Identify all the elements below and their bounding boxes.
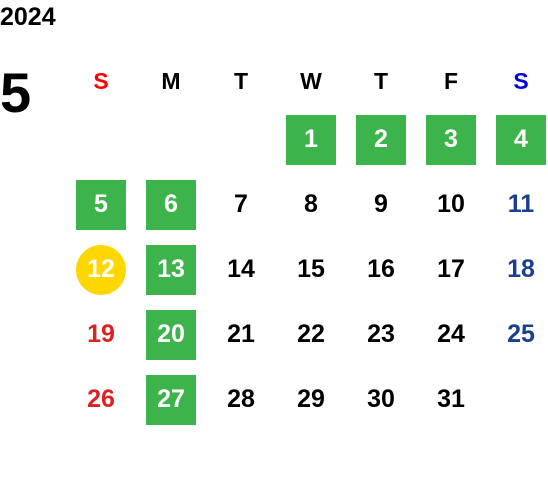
weekday-cell: S [66,55,136,107]
weekday-cell: S [486,55,548,107]
day-number[interactable]: 15 [297,255,325,283]
day-cell: 17 [416,237,486,302]
day-number-highlighted[interactable]: 27 [146,374,196,425]
day-cell: 8 [276,172,346,237]
day-number[interactable]: 21 [227,320,255,348]
day-cell: 12 [66,237,136,302]
day-number-highlighted[interactable]: 5 [76,179,126,230]
day-cell: 31 [416,367,486,432]
day-number[interactable]: 24 [437,320,465,348]
day-number-highlighted[interactable]: 6 [146,179,196,230]
day-cell: 5 [66,172,136,237]
day-number-highlighted[interactable]: 12 [76,244,126,295]
day-number[interactable]: 7 [234,190,248,218]
weekday-label: W [300,67,322,94]
day-number-highlighted[interactable]: 1 [286,114,336,165]
day-number[interactable]: 9 [374,190,388,218]
day-cell: 3 [416,107,486,172]
day-number[interactable]: 19 [87,320,115,348]
weekday-cell: M [136,55,206,107]
day-number[interactable]: 25 [507,320,535,348]
day-number-highlighted[interactable]: 20 [146,309,196,360]
day-cell: 21 [206,302,276,367]
day-number[interactable]: 30 [367,385,395,413]
day-cell: 23 [346,302,416,367]
day-number[interactable]: 23 [367,320,395,348]
weekday-cell: F [416,55,486,107]
day-number[interactable]: 18 [507,255,535,283]
day-cell [486,367,548,432]
day-cell: 25 [486,302,548,367]
day-number[interactable]: 11 [507,190,535,218]
weekday-label: T [233,67,249,94]
day-number[interactable]: 17 [437,255,465,283]
day-cell [206,107,276,172]
day-cell: 28 [206,367,276,432]
day-cell: 10 [416,172,486,237]
weekday-label: M [161,67,181,94]
day-number[interactable]: 28 [227,385,255,413]
day-cell: 4 [486,107,548,172]
day-cell: 19 [66,302,136,367]
day-cell [136,107,206,172]
day-cell: 20 [136,302,206,367]
day-number[interactable]: 14 [227,255,255,283]
day-number[interactable]: 16 [367,255,395,283]
day-cell: 13 [136,237,206,302]
day-number-highlighted[interactable]: 2 [356,114,406,165]
day-number[interactable]: 8 [304,190,318,218]
day-cell [66,107,136,172]
day-cell: 26 [66,367,136,432]
month-number: 5 [0,61,32,124]
weekday-cell: T [346,55,416,107]
day-number[interactable]: 22 [297,320,325,348]
day-number[interactable]: 31 [437,385,465,413]
day-number-highlighted[interactable]: 13 [146,244,196,295]
day-cell: 16 [346,237,416,302]
day-cell: 2 [346,107,416,172]
week-row: 26 27 28 29 30 31 [66,367,548,432]
day-number-highlighted[interactable]: 3 [426,114,476,165]
day-cell: 24 [416,302,486,367]
day-number-highlighted[interactable]: 4 [496,114,546,165]
day-number[interactable]: 29 [297,385,325,413]
week-row: 12 13 14 15 16 17 18 [66,237,548,302]
weekday-label: S [93,67,109,94]
year-label: 2024 [0,3,56,31]
day-cell: 14 [206,237,276,302]
day-number[interactable]: 10 [437,190,465,218]
day-cell: 22 [276,302,346,367]
weekday-cell: W [276,55,346,107]
weekday-cell: T [206,55,276,107]
day-cell: 7 [206,172,276,237]
day-number[interactable]: 26 [87,385,115,413]
day-cell: 11 [486,172,548,237]
weekday-label: S [513,67,529,94]
day-cell: 15 [276,237,346,302]
day-cell: 30 [346,367,416,432]
day-cell: 27 [136,367,206,432]
weekday-label: T [373,67,389,94]
day-cell: 6 [136,172,206,237]
day-cell: 1 [276,107,346,172]
weekday-label: F [443,67,459,94]
day-cell: 9 [346,172,416,237]
day-cell: 18 [486,237,548,302]
day-cell: 29 [276,367,346,432]
week-row: 19 20 21 22 23 24 25 [66,302,548,367]
